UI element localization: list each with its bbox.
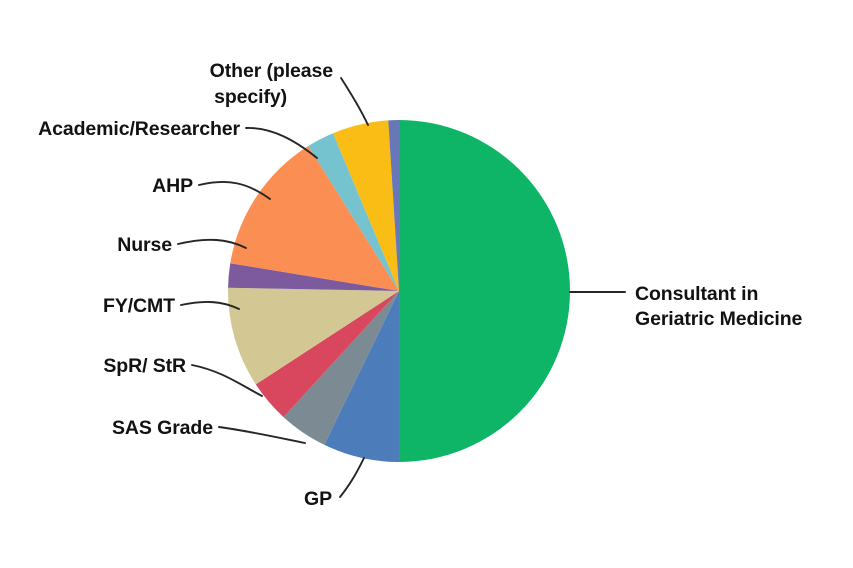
pie-slice-consultant-in-geriatric-medicine xyxy=(399,120,570,462)
label-fycmt: FY/CMT xyxy=(103,295,175,317)
pie-slices-group xyxy=(227,120,570,462)
label-sas: SAS Grade xyxy=(112,417,213,439)
pie-slice-academic-researcher xyxy=(283,291,399,445)
label-gp: GP xyxy=(304,488,332,510)
leader-line-academic xyxy=(245,127,318,159)
pie-labels-group: Consultant in Geriatric Medicine Other (… xyxy=(38,60,803,510)
leader-line-nurse xyxy=(177,238,247,249)
label-consultant-line1: Consultant in xyxy=(635,283,758,305)
label-other-line2: specify) xyxy=(214,86,287,108)
leader-lines-group xyxy=(177,77,626,498)
label-nurse: Nurse xyxy=(117,234,172,256)
pie-slice-other-please-specify xyxy=(324,291,399,462)
leader-line-fycmt xyxy=(180,301,240,310)
pie-slice-unlabeled-9 xyxy=(388,120,399,291)
label-spr: SpR/ StR xyxy=(103,355,186,377)
label-consultant-line2: Geriatric Medicine xyxy=(635,308,803,330)
pie-slice-gp xyxy=(333,120,399,291)
label-academic: Academic/Researcher xyxy=(38,118,240,140)
leader-line-ahp xyxy=(198,181,271,200)
leader-line-gp xyxy=(339,457,365,498)
label-other-line1: Other (please xyxy=(210,60,334,82)
leader-line-sas xyxy=(218,426,306,444)
label-ahp: AHP xyxy=(152,175,193,197)
pie-slice-fy-cmt xyxy=(228,263,399,291)
pie-slice-spr-str xyxy=(230,146,399,291)
pie-slice-ahp xyxy=(255,291,399,418)
leader-line-spr xyxy=(191,364,263,397)
pie-slice-nurse xyxy=(227,287,399,385)
pie-slice-sas-grade xyxy=(308,133,399,291)
leader-line-other xyxy=(340,77,369,126)
